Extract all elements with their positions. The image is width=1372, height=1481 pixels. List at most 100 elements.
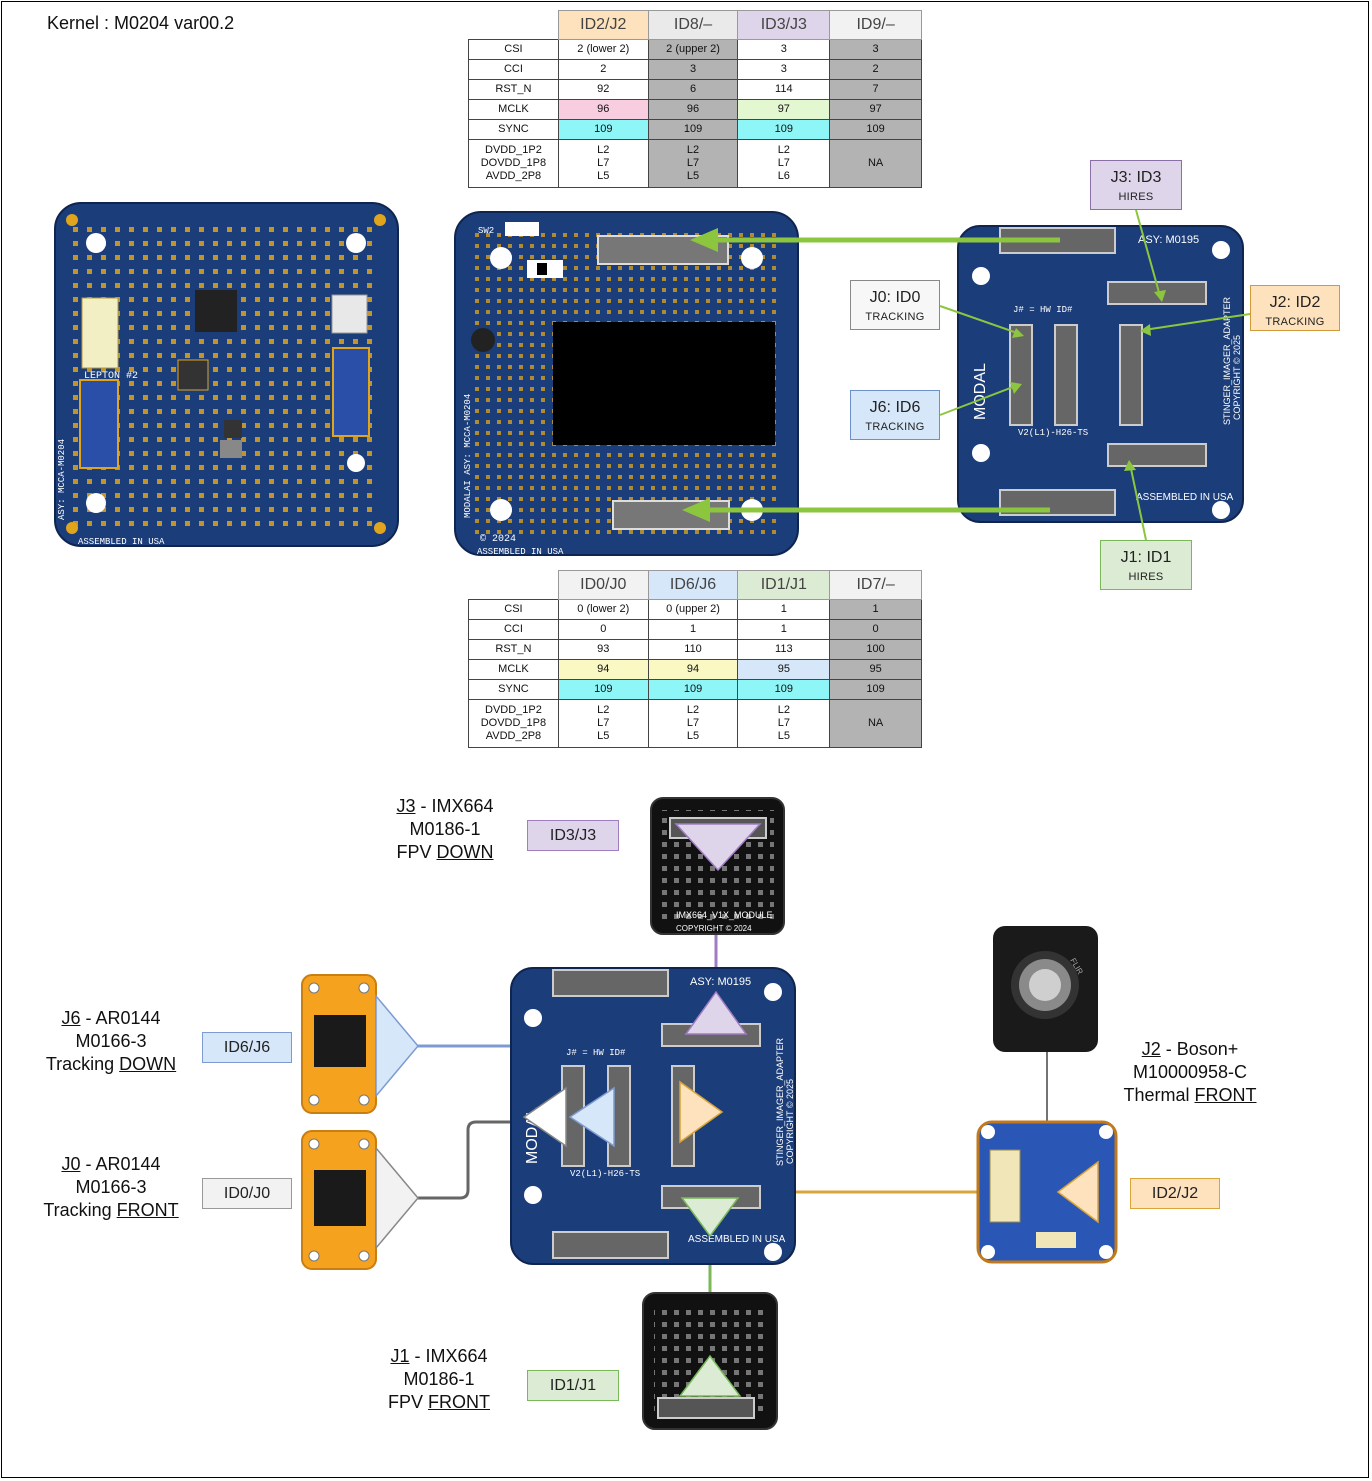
adapter-name-label: STINGER_IMAGER_ADAPTER	[1222, 296, 1232, 425]
bottom-adapter-assembled: ASSEMBLED IN USA	[688, 1234, 786, 1245]
tag-id0-j0: ID0/J0	[202, 1178, 292, 1209]
mid-board-copyright: © 2024	[480, 533, 516, 545]
bottom-adapter-asy: ASY: M0195	[690, 976, 751, 988]
camera-label-j2: J2 - Boson+ M10000958-C Thermal FRONT	[1123, 1039, 1257, 1105]
cell: NA	[829, 699, 922, 748]
ar0144-j6-module	[301, 974, 377, 1114]
callout-j3: J3: ID3 HIRES	[1090, 160, 1182, 210]
callout-title: J2: ID2	[1269, 294, 1321, 311]
table-row: CCI 0 1 1 0	[468, 619, 922, 640]
header-id0-j0: ID0/J0	[557, 570, 649, 600]
callout-sub: TRACKING	[865, 311, 925, 323]
row-label: RST_N	[468, 79, 559, 100]
tag-id1-j1: ID1/J1	[527, 1370, 619, 1401]
callout-title: J6: ID6	[869, 399, 921, 416]
mid-board-asy-label: MODALAI ASY: MCCA-M0204	[463, 394, 473, 518]
top-arrows	[682, 209, 1251, 541]
cell: 96	[557, 99, 649, 120]
bottom-config-table: ID0/J0 ID6/J6 ID1/J1 ID7/– CSI 0 (lower …	[468, 570, 922, 748]
cell: 109	[557, 119, 649, 140]
callout-title: J0: ID0	[869, 289, 921, 306]
kernel-version: Kernel : M0204 var00.2	[47, 13, 235, 33]
top-config-table: ID2/J2 ID8/– ID3/J3 ID9/– CSI 2 (lower 2…	[468, 10, 922, 188]
top-adapter-board: ASY: M0195 J# = HW ID# V2(L1)-H26-TS ASS…	[957, 225, 1244, 523]
bottom-adapter-hw: J# = HW ID#	[566, 1048, 626, 1058]
row-label: MCLK	[468, 659, 559, 680]
callout-sub: TRACKING	[1265, 316, 1325, 328]
cell: 109	[647, 119, 739, 140]
imx-top-copyright: COPYRIGHT © 2024	[676, 924, 752, 933]
adapter-assembled-label: ASSEMBLED IN USA	[1136, 492, 1234, 503]
cell: 2	[829, 59, 922, 80]
table-row: CCI 2 3 3 2	[468, 59, 922, 80]
imx-top-name: IMX664_V1X_MODULE	[676, 910, 773, 920]
cell: 0 (upper 2)	[647, 599, 739, 620]
tag-id3-j3: ID3/J3	[527, 820, 619, 851]
header-id1-j1: ID1/J1	[737, 570, 831, 600]
table-row: MCLK 94 94 95 95	[468, 659, 922, 680]
header-id8: ID8/–	[647, 10, 739, 40]
callout-sub: HIRES	[1128, 571, 1164, 583]
cell: 114	[737, 79, 831, 100]
cell: 94	[557, 659, 649, 680]
callout-j1: J1: ID1 HIRES	[1100, 540, 1192, 590]
boson-carrier-board	[976, 1120, 1118, 1264]
callout-j0: J0: ID0 TRACKING	[850, 280, 940, 330]
camera-label-j0: J0 - AR0144 M0166-3 Tracking FRONT	[43, 1154, 179, 1220]
mid-board-assembled-label: ASSEMBLED IN USA	[477, 547, 564, 557]
callout-j6: J6: ID6 TRACKING	[850, 390, 940, 440]
table-row: CSI 2 (lower 2) 2 (upper 2) 3 3	[468, 39, 922, 60]
connection-triangles	[375, 823, 1099, 1397]
left-carrier-board: LEPTON #2 ASSEMBLED IN USA ASY: MCCA-M02…	[54, 202, 399, 547]
header-id9: ID9/–	[829, 10, 922, 40]
table-row: SYNC 109 109 109 109	[468, 679, 922, 700]
table-row: MCLK 96 96 97 97	[468, 99, 922, 120]
camera-label-j3: J3 - IMX664 M0186-1 FPV DOWN	[396, 796, 494, 862]
table-row: RST_N 92 6 114 7	[468, 79, 922, 100]
callout-sub: TRACKING	[865, 421, 925, 433]
camera-label-j1: J1 - IMX664 M0186-1 FPV FRONT	[387, 1346, 490, 1412]
cell: NA	[829, 139, 922, 188]
row-label: SYNC	[468, 119, 559, 140]
callout-sub: HIRES	[1118, 191, 1154, 203]
bottom-adapter-copyright: COPYRIGHT © 2025	[785, 1079, 795, 1164]
header-id2-j2: ID2/J2	[557, 10, 649, 40]
cell: 97	[737, 99, 831, 120]
cell: 109	[829, 679, 922, 700]
callout-title: J3: ID3	[1110, 169, 1162, 186]
camera-label-j6: J6 - AR0144 M0166-3 Tracking DOWN	[45, 1008, 177, 1074]
left-board-assembled-label: ASSEMBLED IN USA	[78, 537, 165, 547]
table-row: CSI 0 (lower 2) 0 (upper 2) 1 1	[468, 599, 922, 620]
mid-carrier-board: SW2 © 2024 ASSEMBLED IN USA MODALAI ASY:…	[454, 211, 799, 557]
adapter-hw-label: J# = HW ID#	[1013, 305, 1073, 315]
cell: 96	[647, 99, 739, 120]
adapter-l1-label: V2(L1)-H26-TS	[1018, 428, 1088, 438]
ar0144-j0-module	[301, 1130, 377, 1270]
boson-camera: FLIR	[993, 926, 1098, 1052]
cell: 109	[647, 679, 739, 700]
cell: 7	[829, 79, 922, 100]
table-row: SYNC 109 109 109 109	[468, 119, 922, 140]
left-board-lepton-label: LEPTON #2	[84, 371, 138, 382]
cell: 3	[647, 59, 739, 80]
row-label: MCLK	[468, 99, 559, 120]
cell: 100	[829, 639, 922, 660]
adapter-brand-label: MODAL	[972, 363, 989, 420]
callout-title: J1: ID1	[1120, 549, 1172, 566]
cell: 95	[737, 659, 831, 680]
cell: 109	[737, 679, 831, 700]
header-id7: ID7/–	[829, 570, 922, 600]
mid-board-sw2-label: SW2	[478, 226, 494, 236]
bottom-adapter-l1: V2(L1)-H26-TS	[570, 1169, 640, 1179]
cell: 94	[647, 659, 739, 680]
tag-id6-j6: ID6/J6	[202, 1032, 292, 1063]
